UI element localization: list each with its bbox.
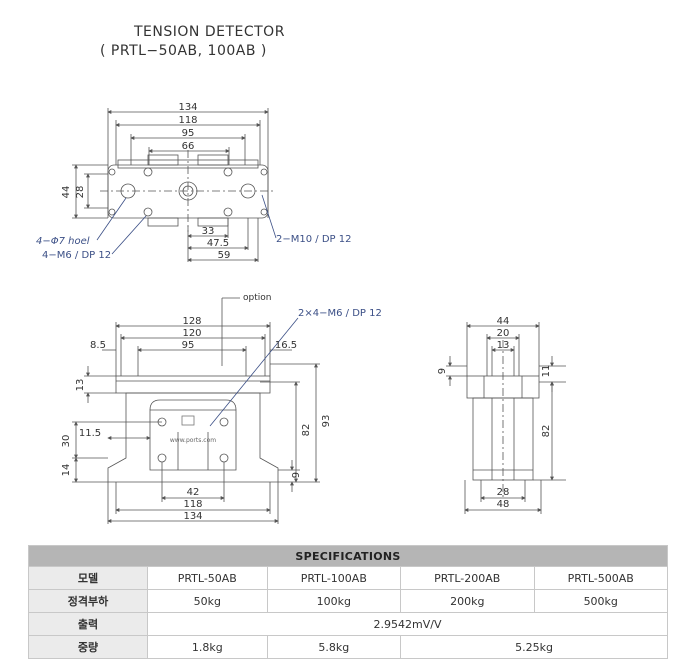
spec-cell: 50kg — [147, 589, 268, 613]
spec-cell: PRTL-100AB — [266, 566, 402, 590]
front-dim-42: 42 — [187, 487, 200, 498]
technical-drawing: 134 118 95 66 44 28 33 47.5 59 4−Φ7 hoel… — [36, 102, 566, 524]
side-dim-82: 82 — [541, 425, 552, 438]
spec-row-output: 출력 2.9542mV/V — [28, 612, 668, 636]
top-dim-66: 66 — [182, 141, 195, 152]
spec-label: 모델 — [28, 566, 148, 590]
top-dim-44: 44 — [61, 186, 72, 199]
spec-label: 정격부하 — [28, 589, 148, 613]
top-view — [72, 108, 277, 262]
front-dim-13: 13 — [75, 379, 86, 392]
side-dim-44: 44 — [497, 316, 510, 327]
front-dim-95: 95 — [182, 340, 195, 351]
spec-label: 중량 — [28, 635, 148, 659]
front-dim-8-5: 8.5 — [90, 340, 106, 351]
brand-mark: www.ports.com — [170, 437, 216, 444]
front-dim-93: 93 — [321, 415, 332, 428]
top-dim-47-5: 47.5 — [207, 238, 229, 249]
top-dim-59: 59 — [218, 250, 231, 261]
front-dim-120: 120 — [182, 328, 201, 339]
spec-cell: PRTL-200AB — [400, 566, 535, 590]
top-dim-28: 28 — [75, 186, 86, 199]
front-dim-11-5: 11.5 — [79, 428, 101, 439]
side-dim-13: 13 — [497, 340, 510, 351]
side-dim-9: 9 — [437, 368, 448, 374]
spec-table: SPECIFICATIONS 모델 PRTL-50AB PRTL-100AB P… — [28, 545, 668, 659]
top-dim-118: 118 — [178, 115, 197, 126]
front-dim-9: 9 — [291, 472, 302, 478]
spec-cell: 100kg — [266, 589, 402, 613]
drawing-subtitle: ( PRTL−50AB, 100AB ) — [100, 43, 267, 59]
side-dim-20: 20 — [497, 328, 510, 339]
front-view — [72, 297, 320, 524]
side-view — [446, 322, 566, 514]
note-option: option — [243, 293, 271, 303]
front-dim-118: 118 — [183, 499, 202, 510]
front-dim-30: 30 — [61, 435, 72, 448]
spec-row-weight: 중량 1.8kg 5.8kg 5.25kg — [28, 635, 668, 659]
side-dim-48: 48 — [497, 499, 510, 510]
front-dim-128: 128 — [182, 316, 201, 327]
side-dim-11: 11 — [541, 365, 552, 378]
spec-row-model: 모델 PRTL-50AB PRTL-100AB PRTL-200AB PRTL-… — [28, 566, 668, 590]
spec-cell: 2.9542mV/V — [147, 612, 668, 636]
spec-label: 출력 — [28, 612, 148, 636]
note-2x4-m6: 2×4−M6 / DP 12 — [298, 308, 382, 319]
spec-header: SPECIFICATIONS — [28, 545, 668, 567]
spec-cell: 5.25kg — [400, 635, 668, 659]
top-dim-95: 95 — [182, 128, 195, 139]
drawing-title: TENSION DETECTOR — [134, 24, 285, 40]
spec-cell: 200kg — [400, 589, 535, 613]
top-dim-33: 33 — [202, 226, 215, 237]
spec-cell: 500kg — [533, 589, 668, 613]
spec-cell: 5.8kg — [266, 635, 402, 659]
front-dim-14: 14 — [61, 464, 72, 477]
spec-cell: PRTL-50AB — [147, 566, 268, 590]
side-dim-28: 28 — [497, 487, 510, 498]
note-hole: 4−Φ7 hoel — [36, 236, 90, 247]
spec-cell: PRTL-500AB — [533, 566, 668, 590]
note-m6: 4−M6 / DP 12 — [42, 250, 111, 261]
top-dim-134: 134 — [178, 102, 197, 113]
front-dim-16-5: 16.5 — [275, 340, 297, 351]
front-dim-82: 82 — [301, 424, 312, 437]
note-m10: 2−M10 / DP 12 — [276, 234, 351, 245]
spec-cell: 1.8kg — [147, 635, 268, 659]
front-dim-134: 134 — [183, 511, 202, 522]
spec-row-capacity: 정격부하 50kg 100kg 200kg 500kg — [28, 589, 668, 613]
